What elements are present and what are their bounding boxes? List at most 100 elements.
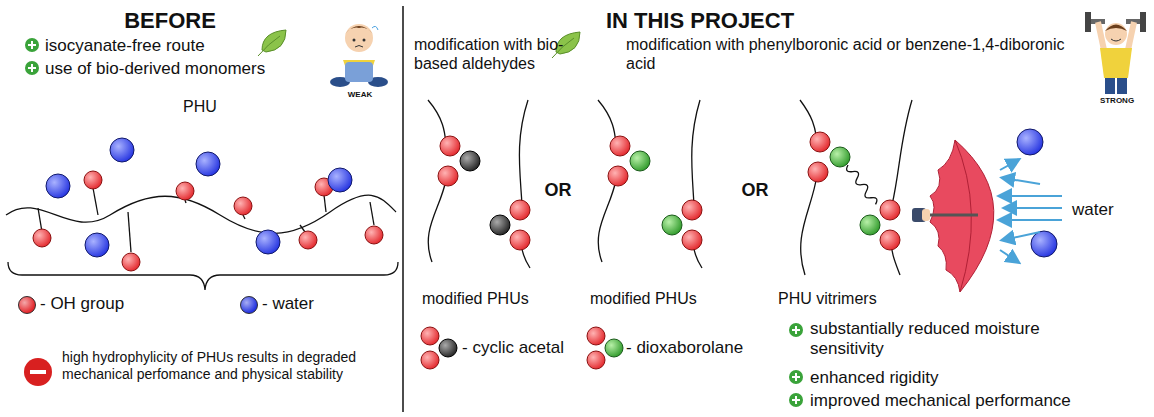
benefit-text: improved mechanical performance (810, 391, 1071, 411)
figure-caption: WEAK (345, 90, 375, 99)
modification-text: modification with bio-based aldehydes (414, 36, 582, 74)
product-label: modified PHUs (422, 290, 529, 309)
repel-arrows (1003, 232, 1040, 240)
cyclic-acetal (460, 151, 480, 171)
advantage-text: isocyanate-free route (45, 36, 205, 56)
legend-swatch (240, 296, 258, 314)
dioxaborolane (682, 230, 702, 250)
cyclic-acetal (490, 215, 510, 235)
legend-text: - dioxaborolane (626, 338, 743, 358)
leaf-icon (258, 30, 286, 56)
polymer-chain (128, 212, 131, 252)
strong-figure (1098, 22, 1104, 50)
dioxaborolane (682, 200, 702, 220)
repel-arrows (1000, 160, 1062, 262)
repel-arrows (1000, 160, 1018, 170)
panel-heading: IN THIS PROJECT (560, 8, 840, 34)
oh-groups (33, 229, 51, 247)
repel-arrows (1000, 219, 1062, 221)
polymer-chain (598, 100, 702, 268)
water-molecules (85, 233, 109, 257)
weak-figure (363, 39, 366, 42)
repel-arrows (1005, 207, 1062, 209)
leaf-icon (262, 30, 286, 52)
polymer-chain (324, 195, 326, 212)
weak-figure (372, 26, 378, 30)
plus-icon (789, 370, 803, 384)
weak-figure (345, 24, 373, 52)
repel-arrows (1000, 195, 1062, 197)
advantage-text: use of bio-derived monomers (45, 59, 265, 79)
legend-text: - cyclic acetal (462, 338, 564, 358)
water-molecules (196, 152, 220, 176)
strong-figure (1100, 48, 1132, 78)
dioxaborolane (608, 136, 702, 250)
polymer-chain (428, 100, 530, 268)
polymer-chain (38, 208, 42, 232)
plus-icon (31, 41, 33, 49)
polymer-chain (598, 180, 616, 262)
strong-figure (1085, 12, 1091, 32)
brace (8, 262, 398, 290)
dioxaborolane (808, 162, 828, 182)
strong-figure (1117, 78, 1127, 94)
strong-figure (1085, 12, 1146, 94)
minus-icon (30, 370, 46, 374)
cyclic-acetal (438, 166, 458, 186)
plus-icon (795, 373, 797, 381)
water-molecules (46, 174, 70, 198)
dioxaborolane (808, 132, 900, 250)
figure-caption: STRONG (1092, 96, 1142, 105)
polymer-chain (800, 100, 912, 275)
polymer-chain (370, 202, 374, 225)
benefit-text: enhanced rigidity (810, 368, 939, 388)
weak-figure (353, 39, 356, 42)
umbrella (922, 209, 930, 221)
or-label: OR (735, 180, 775, 201)
product-label: PHU vitrimers (778, 290, 877, 309)
plus-icon (789, 370, 803, 384)
minus-icon (24, 358, 52, 386)
acetal-sample (439, 339, 457, 357)
plus-icon (795, 396, 797, 404)
plus-icon (25, 38, 39, 52)
water-molecules (46, 138, 352, 257)
dioxaborolane (860, 215, 880, 235)
oh-groups (122, 253, 140, 271)
acetal-sample (421, 351, 439, 369)
polymer-chain (892, 100, 912, 205)
water-drops (1031, 231, 1057, 257)
product-label: modified PHUs (590, 290, 697, 309)
polymer-chain (801, 175, 817, 275)
strong-figure (1128, 22, 1134, 50)
weak-figure (355, 46, 363, 48)
cyclic-acetal (440, 136, 460, 156)
or-label: OR (538, 180, 578, 201)
cyclic-acetal (438, 136, 530, 250)
weak-figure (330, 24, 388, 87)
plus-icon (795, 326, 797, 334)
polymer-chain (845, 163, 879, 207)
repel-arrows (1000, 250, 1018, 262)
modification-text: modification with phenylboronic acid or … (626, 36, 1081, 74)
water-molecules (328, 168, 352, 192)
strong-figure (1105, 25, 1127, 32)
plus-icon (31, 64, 33, 72)
acetal-sample (421, 327, 439, 345)
polymer-chain (6, 195, 396, 233)
oh-groups (84, 171, 102, 189)
dioxaborolane (880, 230, 900, 250)
water-molecules (110, 138, 134, 162)
oh-groups (234, 197, 252, 215)
water-label: water (1072, 200, 1114, 220)
dioxaborolane-sample (605, 339, 623, 357)
oh-groups (176, 182, 194, 200)
water-molecules (256, 230, 280, 254)
legend-swatch (18, 296, 36, 314)
panel-heading: BEFORE (90, 8, 250, 34)
divider-line (402, 6, 404, 412)
strong-figure (1140, 12, 1146, 32)
weak-figure (345, 26, 373, 34)
cyclic-acetal (510, 230, 530, 250)
dioxaborolane (608, 166, 628, 186)
